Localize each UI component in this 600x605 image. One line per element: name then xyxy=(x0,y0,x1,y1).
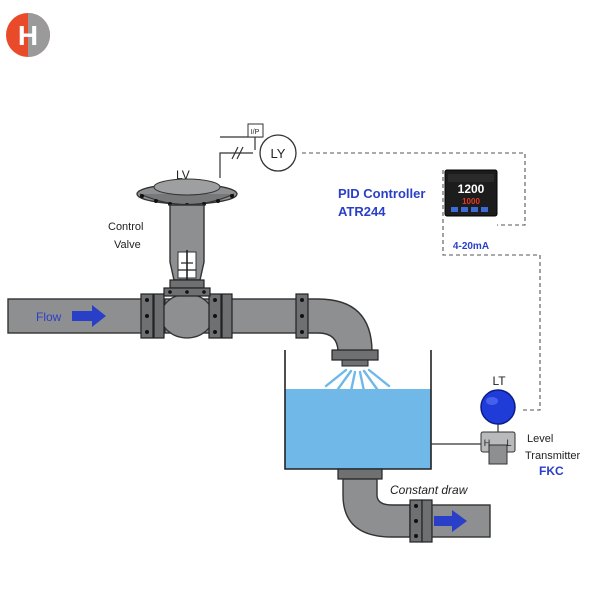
spray-lines xyxy=(324,368,391,393)
controller-title-line2: ATR244 xyxy=(338,204,386,219)
transmitter-port-low: L xyxy=(506,438,511,448)
outlet-pipe xyxy=(337,468,491,543)
tank-water xyxy=(285,389,431,469)
transmitter-tag: LT xyxy=(492,374,506,388)
positioner-tag: LY xyxy=(271,146,286,161)
outlet-flow-arrow xyxy=(434,510,467,532)
control-valve-actuator xyxy=(136,178,238,297)
flange-3 xyxy=(208,293,222,339)
inlet-flow-arrow: Flow xyxy=(36,305,106,327)
flange-5 xyxy=(295,293,309,339)
controller-display-bottom: 1000 xyxy=(462,197,480,206)
inlet-flow-label: Flow xyxy=(36,310,62,324)
valve-tag: LV xyxy=(176,168,190,182)
controller-title-line1: PID Controller xyxy=(338,186,425,201)
level-transmitter: H L xyxy=(480,389,516,465)
transmitter-name-line2: Transmitter xyxy=(525,450,581,462)
svg-text:I/P: I/P xyxy=(251,129,260,136)
pneumatic-line xyxy=(219,152,253,178)
logo-letter: H xyxy=(18,20,38,51)
flange-4 xyxy=(221,293,233,339)
controller-device: 1200 1000 xyxy=(444,169,498,217)
ip-converter-box: I/P xyxy=(247,123,264,138)
controller-signal-label: 4-20mA xyxy=(453,241,489,252)
inlet-elbow xyxy=(307,298,379,367)
transmitter-brand: FKC xyxy=(539,464,564,478)
controller-display-top: 1200 xyxy=(458,182,485,196)
flange-1 xyxy=(140,293,154,339)
valve-name-line2: Valve xyxy=(114,239,141,251)
flange-2 xyxy=(153,293,165,339)
tank xyxy=(284,350,432,470)
transmitter-port-high: H xyxy=(484,438,491,448)
signal-line-positioner-controller xyxy=(302,152,526,226)
transmitter-name-line1: Level xyxy=(527,433,553,445)
positioner-ly: LY xyxy=(259,134,297,172)
valve-name-line1: Control xyxy=(108,221,143,233)
company-logo: H xyxy=(6,13,50,57)
signal-line-controller-transmitter xyxy=(442,170,541,411)
outlet-label: Constant draw xyxy=(390,483,469,497)
